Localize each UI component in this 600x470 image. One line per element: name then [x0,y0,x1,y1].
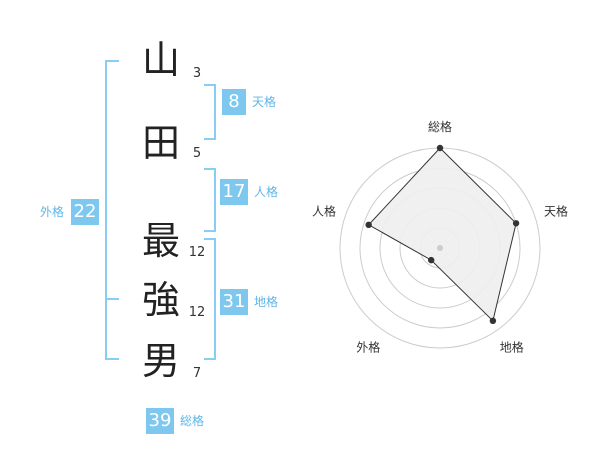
chikaku-value-badge: 31 [220,289,248,315]
jinkaku-label: 人格 [254,185,279,199]
tenkaku-label: 天格 [252,95,277,109]
stroke-count-5: 7 [192,366,202,381]
soukaku-label: 総格 [180,414,205,428]
stroke-count-1: 3 [192,66,202,81]
kanji-char-2: 田 [141,121,180,165]
gaikaku-label: 外格 [40,205,65,219]
radar-point-2 [512,220,520,227]
radar-point-1 [436,144,444,152]
kanji-char-3: 最 [141,219,180,263]
gaikaku-value-badge: 22 [71,199,99,225]
tenkaku-value-badge: 8 [222,89,246,115]
stroke-count-4: 12 [188,305,206,320]
radar-point-3 [489,317,497,325]
jinkaku-value-badge: 17 [220,179,248,205]
radar-series-area [367,147,517,322]
kanji-char-5: 男 [141,339,180,383]
radar-axis-label-1: 総格 [428,119,452,134]
radar-axis-label-3: 地格 [500,340,524,355]
radar-center-dot [437,245,443,251]
radar-axis-label-2: 天格 [544,203,568,218]
soukaku-value-badge: 39 [146,408,174,434]
kanji-char-4: 強 [141,278,180,322]
radar-axis-label-5: 人格 [312,203,336,218]
stroke-count-3: 12 [188,245,206,260]
stroke-count-2: 5 [192,146,202,161]
radar-point-4 [427,256,435,264]
radar-points [365,144,520,325]
radar-axis-label-4: 外格 [356,340,380,355]
radar-point-5 [365,221,372,229]
chikaku-label: 地格 [254,295,279,309]
kanji-char-1: 山 [141,38,180,82]
